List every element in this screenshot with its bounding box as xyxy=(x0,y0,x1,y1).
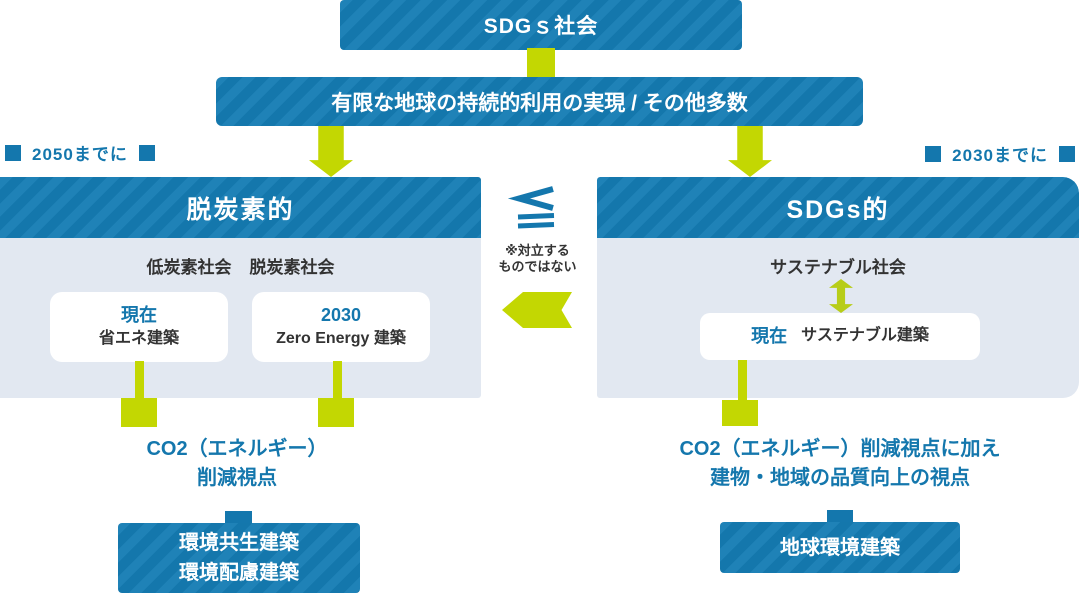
less-than-equal-icon xyxy=(506,186,560,232)
sustainable-society-label: サステナブル社会 xyxy=(770,258,906,277)
green-stem-connector xyxy=(738,360,747,400)
environment-symbiosis-box: 環境共生建築 環境配慮建築 xyxy=(118,523,360,593)
card-subtitle: サステナブル建築 xyxy=(801,327,929,345)
square-bullet-icon xyxy=(925,145,942,162)
decarbonization-header-label: 脱炭素的 xyxy=(186,195,295,224)
blue-connector-tab xyxy=(225,511,252,525)
down-arrow-icon-right xyxy=(728,126,772,177)
global-environment-architecture-box: 地球環境建築 xyxy=(720,522,960,573)
card-title: 現在 xyxy=(121,305,157,326)
decarbonization-panel: 脱炭素的 低炭素社会 脱炭素社会 現在 省エネ建築 2030 Zero Ener… xyxy=(0,177,481,398)
realization-bar-label: 有限な地球の持続的利用の実現 / その他多数 xyxy=(331,91,748,115)
left-arrow-icon xyxy=(502,292,572,328)
note-line-1: ※対立する xyxy=(505,243,570,258)
deadline-badge-2030: 2030までに xyxy=(925,141,1075,166)
decarbonized-society-label: 脱炭素社会 xyxy=(249,258,335,277)
green-connector-square xyxy=(318,398,354,427)
square-bullet-icon xyxy=(1059,145,1075,162)
result-line-1: 地球環境建築 xyxy=(780,536,900,559)
deadline-badge-2050: 2050までに xyxy=(5,140,155,165)
green-connector-square xyxy=(121,398,157,427)
realization-bar: 有限な地球の持続的利用の実現 / その他多数 xyxy=(216,77,863,126)
card-title: 現在 xyxy=(751,325,788,346)
note-line-2: ものではない xyxy=(498,259,577,274)
viewpoint-line-2: 建物・地域の品質向上の視点 xyxy=(710,467,970,489)
down-arrow-icon-left xyxy=(309,126,353,177)
deadline-2050-label: 2050までに xyxy=(32,145,128,164)
green-connector-square xyxy=(722,400,758,426)
card-title: 2030 xyxy=(320,305,362,326)
decarbonization-panel-header: 脱炭素的 xyxy=(0,177,481,238)
blue-connector-tab xyxy=(827,510,853,524)
sdgs-society-box: SDGｓ社会 xyxy=(340,0,742,50)
non-opposition-note: ※対立する ものではない xyxy=(475,243,600,275)
sdgs-header-label: SDGs的 xyxy=(786,195,890,224)
green-connector-square-top xyxy=(527,48,555,77)
present-sustainable-card: 現在 サステナブル建築 xyxy=(700,313,980,360)
viewpoint-line-2: 削減視点 xyxy=(197,467,277,489)
green-stem-connector xyxy=(135,361,144,398)
card-subtitle: 省エネ建築 xyxy=(98,330,179,348)
result-line-1: 環境共生建築 xyxy=(179,532,299,554)
card-subtitle: Zero Energy 建築 xyxy=(276,330,406,348)
zero-energy-2030-card: 2030 Zero Energy 建築 xyxy=(252,292,430,362)
deadline-2030-label: 2030までに xyxy=(952,146,1048,165)
sdgs-society-label: SDGｓ社会 xyxy=(483,15,599,38)
sdgs-panel-header: SDGs的 xyxy=(597,177,1079,238)
society-labels-row: 低炭素社会 脱炭素社会 xyxy=(0,253,481,278)
green-stem-connector xyxy=(333,361,342,398)
result-line-2: 環境配慮建築 xyxy=(179,562,299,584)
square-bullet-icon xyxy=(5,144,21,161)
low-carbon-society-label: 低炭素社会 xyxy=(146,258,232,277)
viewpoint-line-1: CO2（エネルギー） xyxy=(146,438,328,460)
square-bullet-icon xyxy=(138,144,155,161)
sdgs-panel: SDGs的 サステナブル社会 現在 サステナブル建築 xyxy=(597,177,1079,398)
present-energy-saving-card: 現在 省エネ建築 xyxy=(50,292,228,362)
right-viewpoint-text: CO2（エネルギー）削減視点に加え 建物・地域の品質向上の視点 xyxy=(608,435,1072,493)
viewpoint-line-1: CO2（エネルギー）削減視点に加え xyxy=(679,438,1001,460)
left-viewpoint-text: CO2（エネルギー） 削減視点 xyxy=(37,435,437,493)
